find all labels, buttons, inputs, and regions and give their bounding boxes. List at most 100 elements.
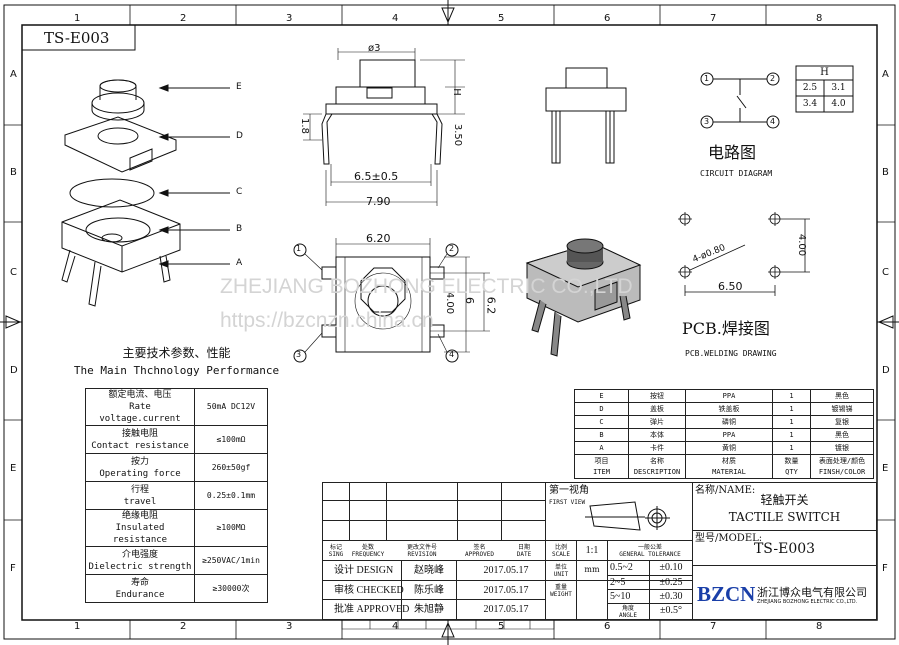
unit-en: UNIT xyxy=(553,571,569,578)
ruler-col-2: 2 xyxy=(180,13,187,24)
checked-name: 陈乐峰 xyxy=(414,585,444,596)
ruler-col-5-bottom: 5 xyxy=(498,621,505,632)
ruler-row-c-right: C xyxy=(882,267,889,278)
label-d: D xyxy=(236,131,243,141)
rev-header-en: REVISION xyxy=(407,551,437,558)
tolerance-range: 0.5~2 xyxy=(610,562,633,573)
parts-cell: 1 xyxy=(772,402,811,416)
circuit-pin-2: 2 xyxy=(770,74,776,83)
pin-1: 1 xyxy=(296,244,302,253)
parts-header-en: QTY xyxy=(785,467,798,476)
tolerance-range: 2~5 xyxy=(610,577,626,588)
spec-value: 0.25±0.1mm xyxy=(194,481,268,510)
parts-header-cn: 材质 xyxy=(722,456,736,465)
tolerance-cn: 一般公差 xyxy=(637,544,662,551)
parts-cell: 1 xyxy=(772,428,811,442)
circuit-diagram-title: 电路图 xyxy=(708,143,757,162)
spec-label-en: Insulated resistance xyxy=(112,523,168,545)
spec-value: ≤100mΩ xyxy=(194,425,268,454)
checked-label: 审核 CHECKED xyxy=(334,585,404,596)
circuit-pin-4: 4 xyxy=(770,117,776,126)
dim-6-2: 6.2 xyxy=(484,296,498,315)
parts-header-cn: 表面处理/颜色 xyxy=(818,456,866,465)
company-en: ZHEJIANG BOZHONG ELECTRIC CO.,LTD. xyxy=(757,599,858,605)
dim-diameter-3: ø3 xyxy=(368,43,381,54)
pin-4: 4 xyxy=(449,350,455,359)
parts-cell: PPA xyxy=(685,428,773,442)
ruler-row-b: B xyxy=(10,167,17,178)
ruler-row-e: E xyxy=(10,463,17,474)
parts-cell: 镀锡锑 xyxy=(810,402,874,416)
tolerance-value: ±0.30 xyxy=(659,591,683,602)
label-c: C xyxy=(236,187,243,197)
weight-en: WEIGHT xyxy=(550,591,572,598)
rev-header-cn: 处数 xyxy=(361,544,374,551)
parts-cell: 黑色 xyxy=(810,428,874,442)
parts-cell: C xyxy=(574,415,629,429)
tolerance-range: 5~10 xyxy=(610,591,631,602)
scale-en: SCALE xyxy=(551,551,571,558)
ruler-col-7: 7 xyxy=(710,13,717,24)
tolerance-en: GENERAL TOLERANCE xyxy=(619,551,681,558)
label-b: B xyxy=(236,224,243,234)
spec-label-cn: 额定电流、电压 xyxy=(108,390,172,400)
parts-cell: 1 xyxy=(772,389,811,403)
spec-value: 260±50gf xyxy=(194,453,268,482)
approved-name: 朱旭静 xyxy=(414,604,444,615)
spec-value: 50mA DC12V xyxy=(194,388,268,426)
parts-header-en: ITEM xyxy=(593,467,610,476)
ruler-col-5: 5 xyxy=(498,13,505,24)
ruler-col-6: 6 xyxy=(604,13,611,24)
h-table-header: H xyxy=(820,67,829,78)
parts-header-cn: 项目 xyxy=(594,456,609,465)
ruler-col-1-bottom: 1 xyxy=(74,621,81,632)
ruler-col-8: 8 xyxy=(816,13,823,24)
spec-label-cn: 绝缘电阻 xyxy=(121,511,158,521)
ruler-row-b-right: B xyxy=(882,167,889,178)
spec-label-en: Dielectric strength xyxy=(88,561,192,572)
scale-value: 1:1 xyxy=(585,545,599,556)
design-label: 设计 DESIGN xyxy=(334,565,394,576)
spec-title-cn: 主要技术参数、性能 xyxy=(122,346,231,360)
ruler-col-6-bottom: 6 xyxy=(604,621,611,632)
rev-header-en: DATE xyxy=(516,551,532,558)
rev-header-en: SING xyxy=(328,551,344,558)
parts-cell: 复银 xyxy=(810,415,874,429)
label-e: E xyxy=(236,82,242,92)
dim-7-90: 7.90 xyxy=(366,195,391,208)
h-table-cell: 3.4 xyxy=(802,99,818,109)
unit-cn: 单位 xyxy=(554,564,567,571)
parts-header-en: FINSH/COLOR xyxy=(818,467,866,476)
parts-header-en: DESCRIPTION xyxy=(633,467,681,476)
model-label: 型号/MODEL: xyxy=(695,533,763,544)
design-date: 2017.05.17 xyxy=(483,565,529,576)
parts-header-cn: 数量 xyxy=(784,456,799,465)
rev-header-en: APPROVED xyxy=(465,551,494,558)
ruler-row-c: C xyxy=(10,267,17,278)
spec-label-en: Endurance xyxy=(115,589,165,600)
ruler-col-4: 4 xyxy=(392,13,399,24)
ruler-row-a-right: A xyxy=(882,69,889,80)
parts-cell: E xyxy=(574,389,629,403)
rev-header-en: FREQUENCY xyxy=(351,551,385,558)
pin-2: 2 xyxy=(449,244,455,253)
name-label: 名称/NAME: xyxy=(695,485,756,496)
spec-label-cn: 接触电阻 xyxy=(121,428,158,439)
parts-cell: 卡件 xyxy=(628,441,686,455)
pcb-dim-4-00: 4.00 xyxy=(796,233,808,257)
model-value: TS-E003 xyxy=(753,541,816,557)
angle-cn: 角度 xyxy=(621,605,634,612)
